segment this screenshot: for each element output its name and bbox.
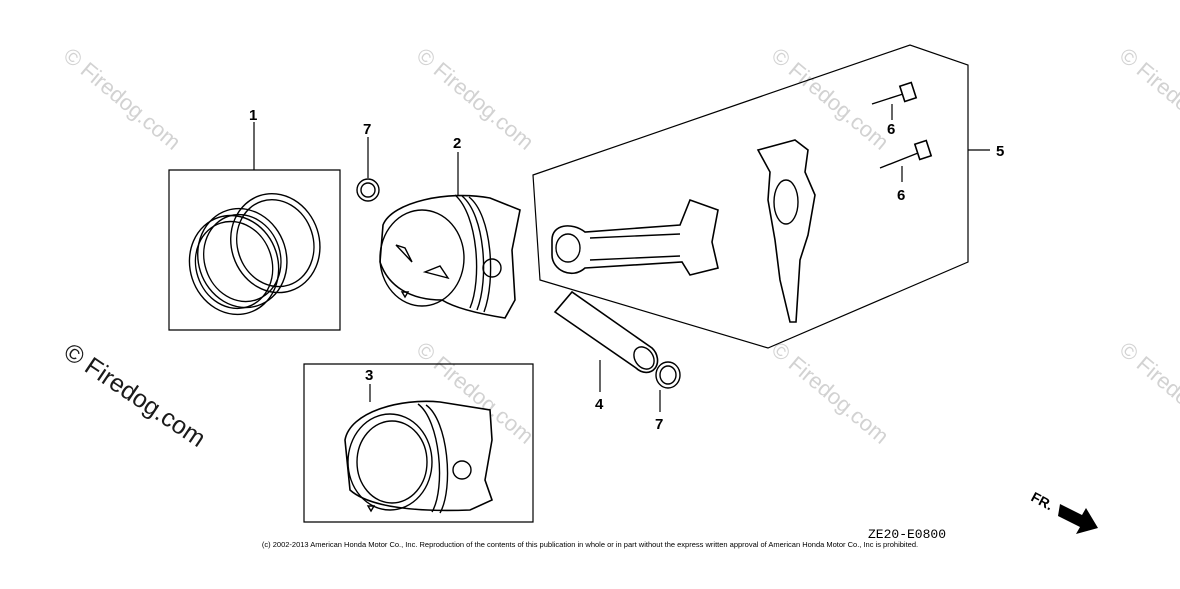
connecting-rod-assembly[interactable] [532, 44, 969, 349]
front-direction-indicator: FR. [1029, 489, 1098, 534]
watermark-faint: © Firedog.com [767, 43, 894, 155]
rod-bolt-upper[interactable] [871, 81, 918, 105]
diagram-code: ZE20-E0800 [868, 527, 946, 542]
watermark-faint: © Firedog.com [59, 43, 186, 155]
piston-standard[interactable] [379, 194, 521, 319]
snap-ring-bottom[interactable] [655, 361, 681, 389]
callout-6a: 6 [887, 121, 895, 138]
watermark-faint: © Firedog.com [1115, 43, 1180, 155]
callout-2: 2 [453, 135, 461, 152]
watermark-main: © Firedog.com [59, 338, 211, 453]
piston-oversize[interactable] [303, 363, 534, 523]
callout-5: 5 [996, 143, 1004, 160]
copyright-notice: (c) 2002-2013 American Honda Motor Co., … [261, 540, 919, 549]
front-arrow-icon [1058, 504, 1098, 534]
callout-4: 4 [595, 396, 604, 413]
snap-ring-top[interactable] [356, 178, 380, 202]
watermark-faint: © Firedog.com [412, 43, 539, 155]
rod-bolt-lower[interactable] [879, 139, 933, 169]
watermark-faint: © Firedog.com [767, 337, 894, 449]
front-label: FR. [1029, 489, 1056, 514]
piston-ring-set[interactable] [168, 169, 341, 331]
callout-7b: 7 [655, 416, 663, 433]
callout-7a: 7 [363, 121, 371, 138]
watermark-faint: © Firedog.com [1115, 337, 1180, 449]
callout-3: 3 [365, 367, 373, 384]
piston-pin[interactable] [553, 290, 659, 374]
callout-1: 1 [249, 107, 257, 124]
callout-6b: 6 [897, 187, 905, 204]
